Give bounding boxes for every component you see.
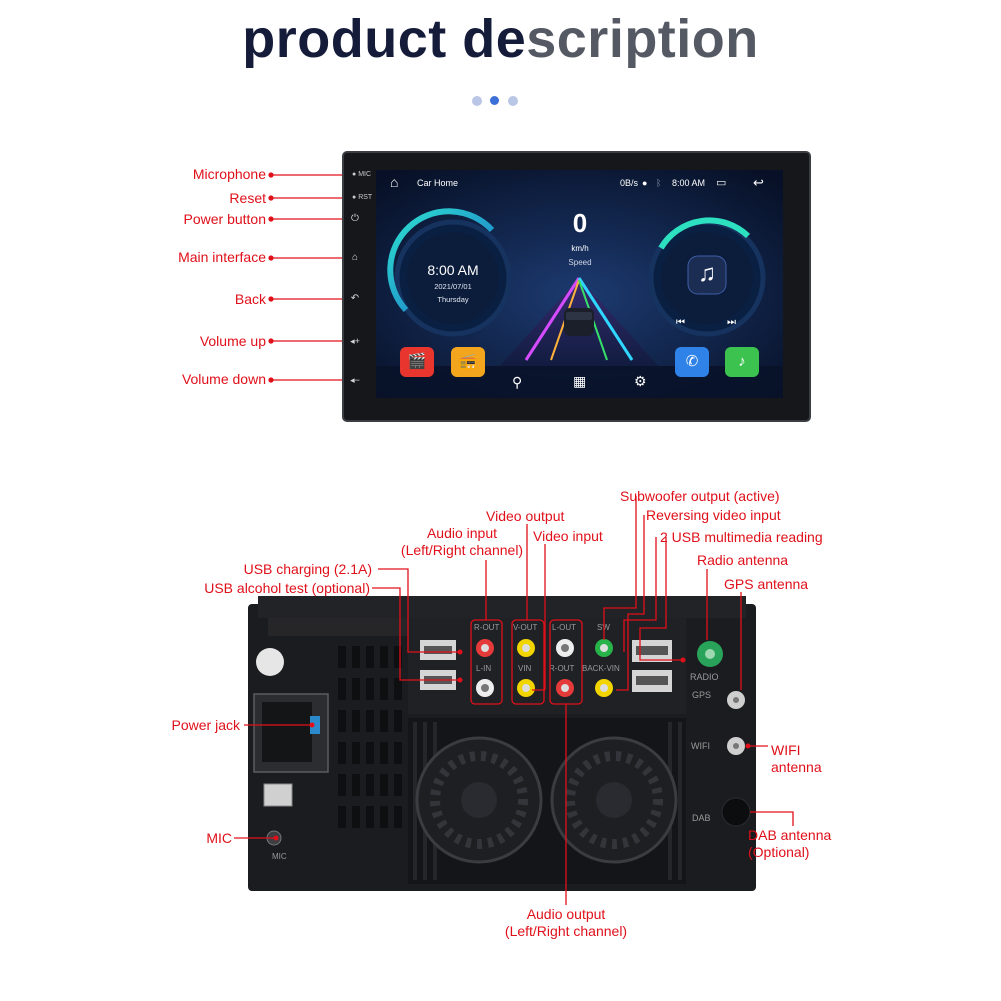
- power-icon[interactable]: ⏻: [351, 213, 359, 224]
- volume-up-icon[interactable]: ◂+: [350, 336, 360, 346]
- data-rate: 0B/s: [620, 178, 639, 188]
- label-microphone: Microphone: [192, 166, 266, 182]
- speed-unit: km/h: [571, 244, 589, 253]
- mic-text: MIC: [358, 171, 372, 178]
- title-part-1: product de: [242, 9, 527, 69]
- location-icon: ●: [642, 178, 648, 188]
- label-mic: MIC: [206, 830, 232, 846]
- carousel-dots: [472, 95, 532, 107]
- rst-text: RST: [358, 194, 373, 201]
- label-audio-input-line1: Audio input: [426, 525, 498, 541]
- port-mic: MIC: [272, 852, 287, 861]
- apps-grid-icon[interactable]: ▦: [573, 373, 587, 389]
- music-note-icon[interactable]: ♫: [698, 260, 716, 287]
- settings-gear-icon[interactable]: ⚙: [634, 373, 647, 389]
- recent-apps-icon[interactable]: ▭: [716, 177, 727, 189]
- port-lin: L-IN: [476, 664, 492, 673]
- label-audio-output: Audio output(Left/Right channel): [496, 906, 636, 940]
- carousel-dot[interactable]: [472, 96, 482, 106]
- page-title: product description: [0, 8, 1001, 70]
- port-dab: DAB: [692, 813, 711, 823]
- speed-value: 0: [572, 208, 588, 238]
- radio-icon[interactable]: 📻: [451, 347, 485, 377]
- phone-icon[interactable]: ✆: [675, 347, 709, 377]
- carousel-dot-active[interactable]: [490, 96, 499, 105]
- reset-hole[interactable]: ● RST: [352, 194, 373, 201]
- port-backvin: BACK-VIN: [582, 664, 620, 673]
- label-audio-output-line2: (Left/Right channel): [504, 923, 628, 939]
- widget-time: 8:00 AM: [427, 262, 479, 278]
- clock: 8:00 AM: [672, 178, 706, 188]
- title-part-2: scription: [526, 9, 759, 69]
- port-lout: L-OUT: [552, 623, 576, 632]
- label-wifi-line2: antenna: [771, 759, 822, 775]
- mic-hole: ● MIC: [352, 171, 372, 178]
- label-radio-antenna: Radio antenna: [697, 552, 789, 568]
- label-video-input: Video input: [533, 528, 603, 544]
- label-audio-input: Audio input(Left/Right channel): [392, 525, 532, 559]
- port-wifi: WIFI: [691, 741, 710, 751]
- clapper-icon[interactable]: 🎬: [400, 347, 434, 377]
- port-rout-2: R-OUT: [549, 664, 575, 673]
- port-rout: R-OUT: [474, 623, 500, 632]
- back-icon[interactable]: ↶: [350, 293, 360, 304]
- label-main-interface: Main interface: [178, 249, 266, 265]
- label-audio-output-line1: Audio output: [526, 906, 606, 922]
- port-vin: VIN: [518, 664, 532, 673]
- main-screen[interactable]: ⌂ Car Home 0B/s ● ᛒ 8:00 AM ▭ ↩ 0 km/h S…: [376, 170, 783, 398]
- head-unit-rear: [248, 596, 756, 891]
- label-reversing: Reversing video input: [646, 507, 781, 523]
- car-home-label: Car Home: [417, 178, 459, 188]
- label-audio-input-line2: (Left/Right channel): [400, 542, 524, 558]
- label-usb-multimedia: 2 USB multimedia reading: [660, 529, 823, 545]
- volume-down-icon[interactable]: ◂−: [350, 375, 360, 385]
- label-reset: Reset: [229, 190, 266, 206]
- home-icon[interactable]: ⌂: [351, 252, 359, 263]
- next-track-icon[interactable]: ⏭: [727, 317, 736, 328]
- label-power-button: Power button: [183, 211, 267, 227]
- label-back: Back: [234, 291, 266, 307]
- label-wifi-line1: WIFI: [771, 742, 801, 758]
- port-gps: GPS: [692, 690, 712, 700]
- widget-date: 2021/07/01: [434, 282, 472, 291]
- label-dab-line1: DAB antenna: [748, 827, 832, 843]
- label-usb-charging: USB charging (2.1A): [243, 561, 372, 577]
- label-volume-down: Volume down: [181, 371, 266, 387]
- label-dab-line2: (Optional): [748, 844, 810, 860]
- label-power-jack: Power jack: [171, 717, 240, 733]
- port-radio: RADIO: [690, 672, 719, 682]
- music-app-icon[interactable]: ♪: [725, 347, 759, 377]
- label-video-output: Video output: [486, 508, 565, 524]
- label-dab-antenna: DAB antenna(Optional): [748, 827, 831, 861]
- previous-track-icon[interactable]: ⏮: [676, 317, 685, 328]
- bluetooth-icon: ᛒ: [656, 178, 662, 188]
- label-gps-antenna: GPS antenna: [724, 576, 809, 592]
- widget-day: Thursday: [437, 295, 469, 304]
- label-usb-alcohol: USB alcohol test (optional): [204, 580, 370, 596]
- carousel-dot[interactable]: [508, 96, 518, 106]
- back-arrow-icon[interactable]: ↩: [753, 175, 764, 190]
- navigation-pin-icon[interactable]: ⚲: [512, 374, 523, 390]
- home-outline-icon[interactable]: ⌂: [390, 174, 399, 190]
- label-volume-up: Volume up: [199, 333, 266, 349]
- label-subwoofer: Subwoofer output (active): [620, 488, 780, 504]
- speed-label: Speed: [568, 258, 592, 267]
- screen-background: [376, 170, 783, 398]
- port-vout: V-OUT: [513, 623, 538, 632]
